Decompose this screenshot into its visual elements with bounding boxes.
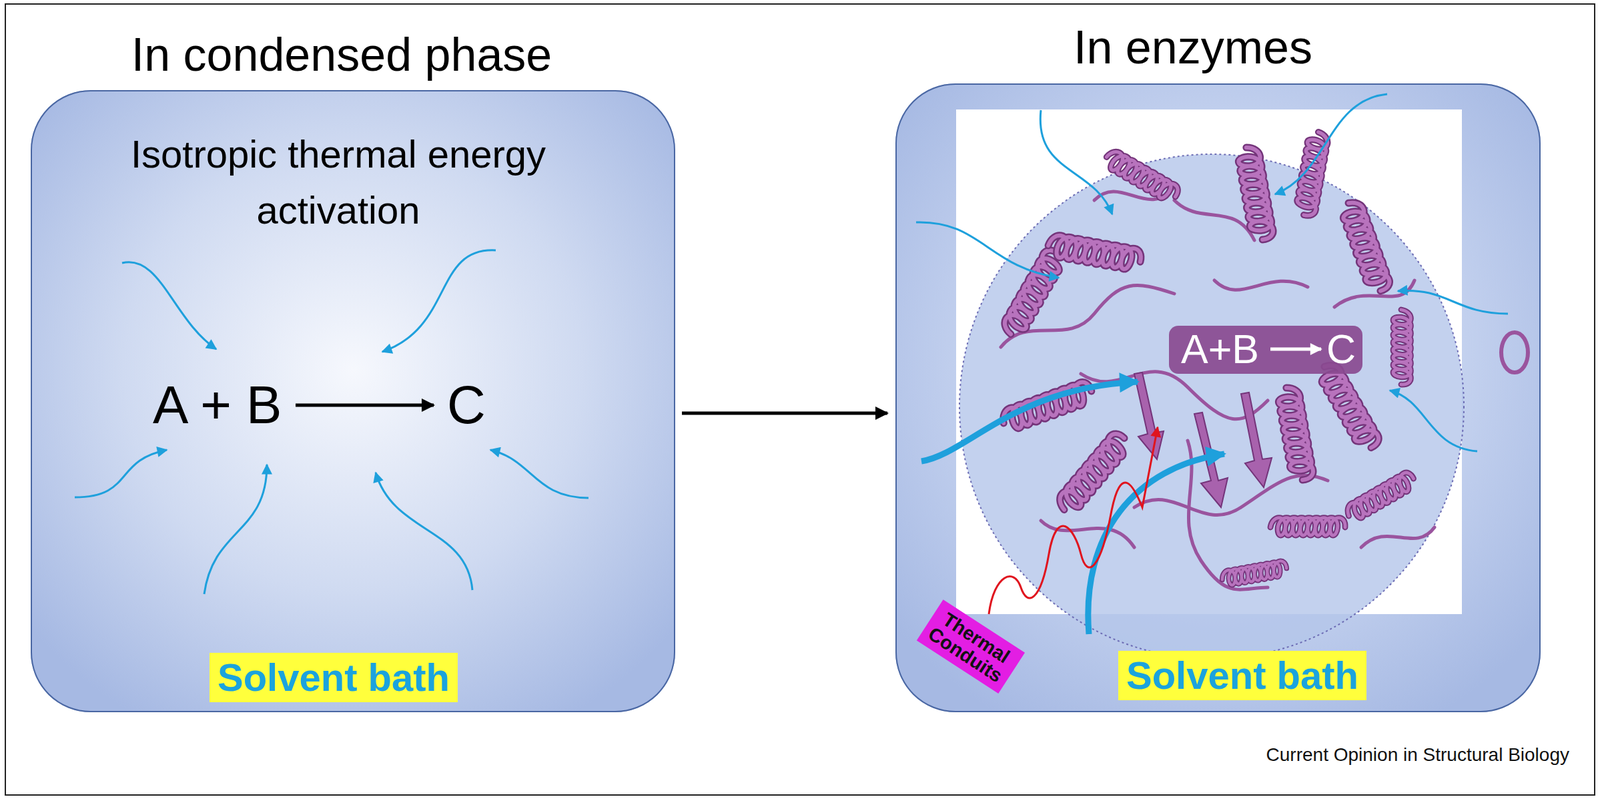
reaction-arrow (295, 403, 434, 408)
panel-fill (30, 90, 676, 712)
heat-arrow (204, 464, 267, 594)
alpha-helix (1270, 517, 1346, 536)
text-holder: In condensed phase (131, 26, 553, 83)
reaction-panel: In condensed phaseIsotropic thermal ener… (30, 90, 676, 712)
panel-title: In enzymes (1073, 19, 1313, 76)
product-label: C (447, 378, 486, 432)
beta-strand (1241, 392, 1272, 488)
text-holder: C (1326, 328, 1356, 370)
thermal-wave (988, 427, 1158, 614)
text-holder: In enzymes (1073, 19, 1313, 76)
text-holder: Current Opinion in Structural Biology (1266, 745, 1570, 764)
heat-arrow (74, 449, 167, 498)
text-holder: A+B (1180, 328, 1260, 370)
solvent-bath-label: Solvent bath (217, 653, 450, 701)
panel-text: Isotropic thermal energy activation (78, 126, 599, 239)
heat-arrow-thick (921, 381, 1138, 462)
journal-credit: Current Opinion in Structural Biology (1266, 745, 1570, 764)
transition-arrow (681, 411, 888, 416)
alpha-helix (1046, 233, 1143, 272)
protein-loop (1214, 280, 1308, 290)
heat-arrow (122, 262, 217, 349)
solvent-bath-box: Solvent bath (209, 652, 458, 702)
alpha-helix (1276, 385, 1315, 482)
heat-arrow-thick (1088, 453, 1225, 634)
reaction-panel: In enzymesSolvent bathThermal Conduits (895, 83, 1541, 712)
protein-loop (1080, 371, 1268, 420)
protein-loop (1174, 200, 1255, 241)
heat-arrow (916, 222, 1059, 278)
alpha-helix (1295, 130, 1330, 217)
label-patch (1168, 325, 1363, 374)
alpha-helix (1343, 469, 1418, 523)
thermal-conduits-box: Thermal Conduits (916, 599, 1025, 693)
thermal-conduits-label: Thermal Conduits (924, 605, 1018, 686)
heat-arrow (1397, 290, 1508, 314)
alpha-helix (1315, 360, 1382, 453)
alpha-helix (1236, 145, 1275, 242)
heat-arrow (490, 449, 589, 498)
text-holder: C (447, 378, 486, 432)
reaction-arrow (1270, 347, 1322, 351)
protein-loop (1361, 527, 1435, 548)
heat-arrow (375, 472, 473, 590)
alpha-helix (1102, 148, 1181, 205)
protein-loop (1134, 475, 1328, 515)
panel-fill (895, 83, 1541, 712)
solvent-bath-box: Solvent bath (1118, 650, 1367, 700)
text-holder: Isotropic thermal energy activation (78, 126, 599, 239)
solvent-bath-label: Solvent bath (1126, 651, 1359, 699)
heat-arrow (1389, 390, 1478, 452)
protein-coil (1501, 332, 1528, 373)
text-holder: A + B (152, 378, 282, 432)
reactant-label: A + B (152, 378, 282, 432)
heat-arrow (1040, 110, 1113, 215)
heat-arrow (382, 250, 496, 352)
alpha-helix (1393, 309, 1411, 385)
alpha-helix (1339, 198, 1392, 295)
reactant-label: A+B (1180, 328, 1260, 370)
panel-title: In condensed phase (131, 26, 553, 83)
product-label: C (1326, 328, 1356, 370)
heat-arrow (1275, 94, 1388, 195)
alpha-helix (1054, 430, 1132, 517)
alpha-helix (1221, 559, 1289, 587)
beta-strand (1134, 372, 1164, 460)
figure-frame (5, 4, 1595, 795)
